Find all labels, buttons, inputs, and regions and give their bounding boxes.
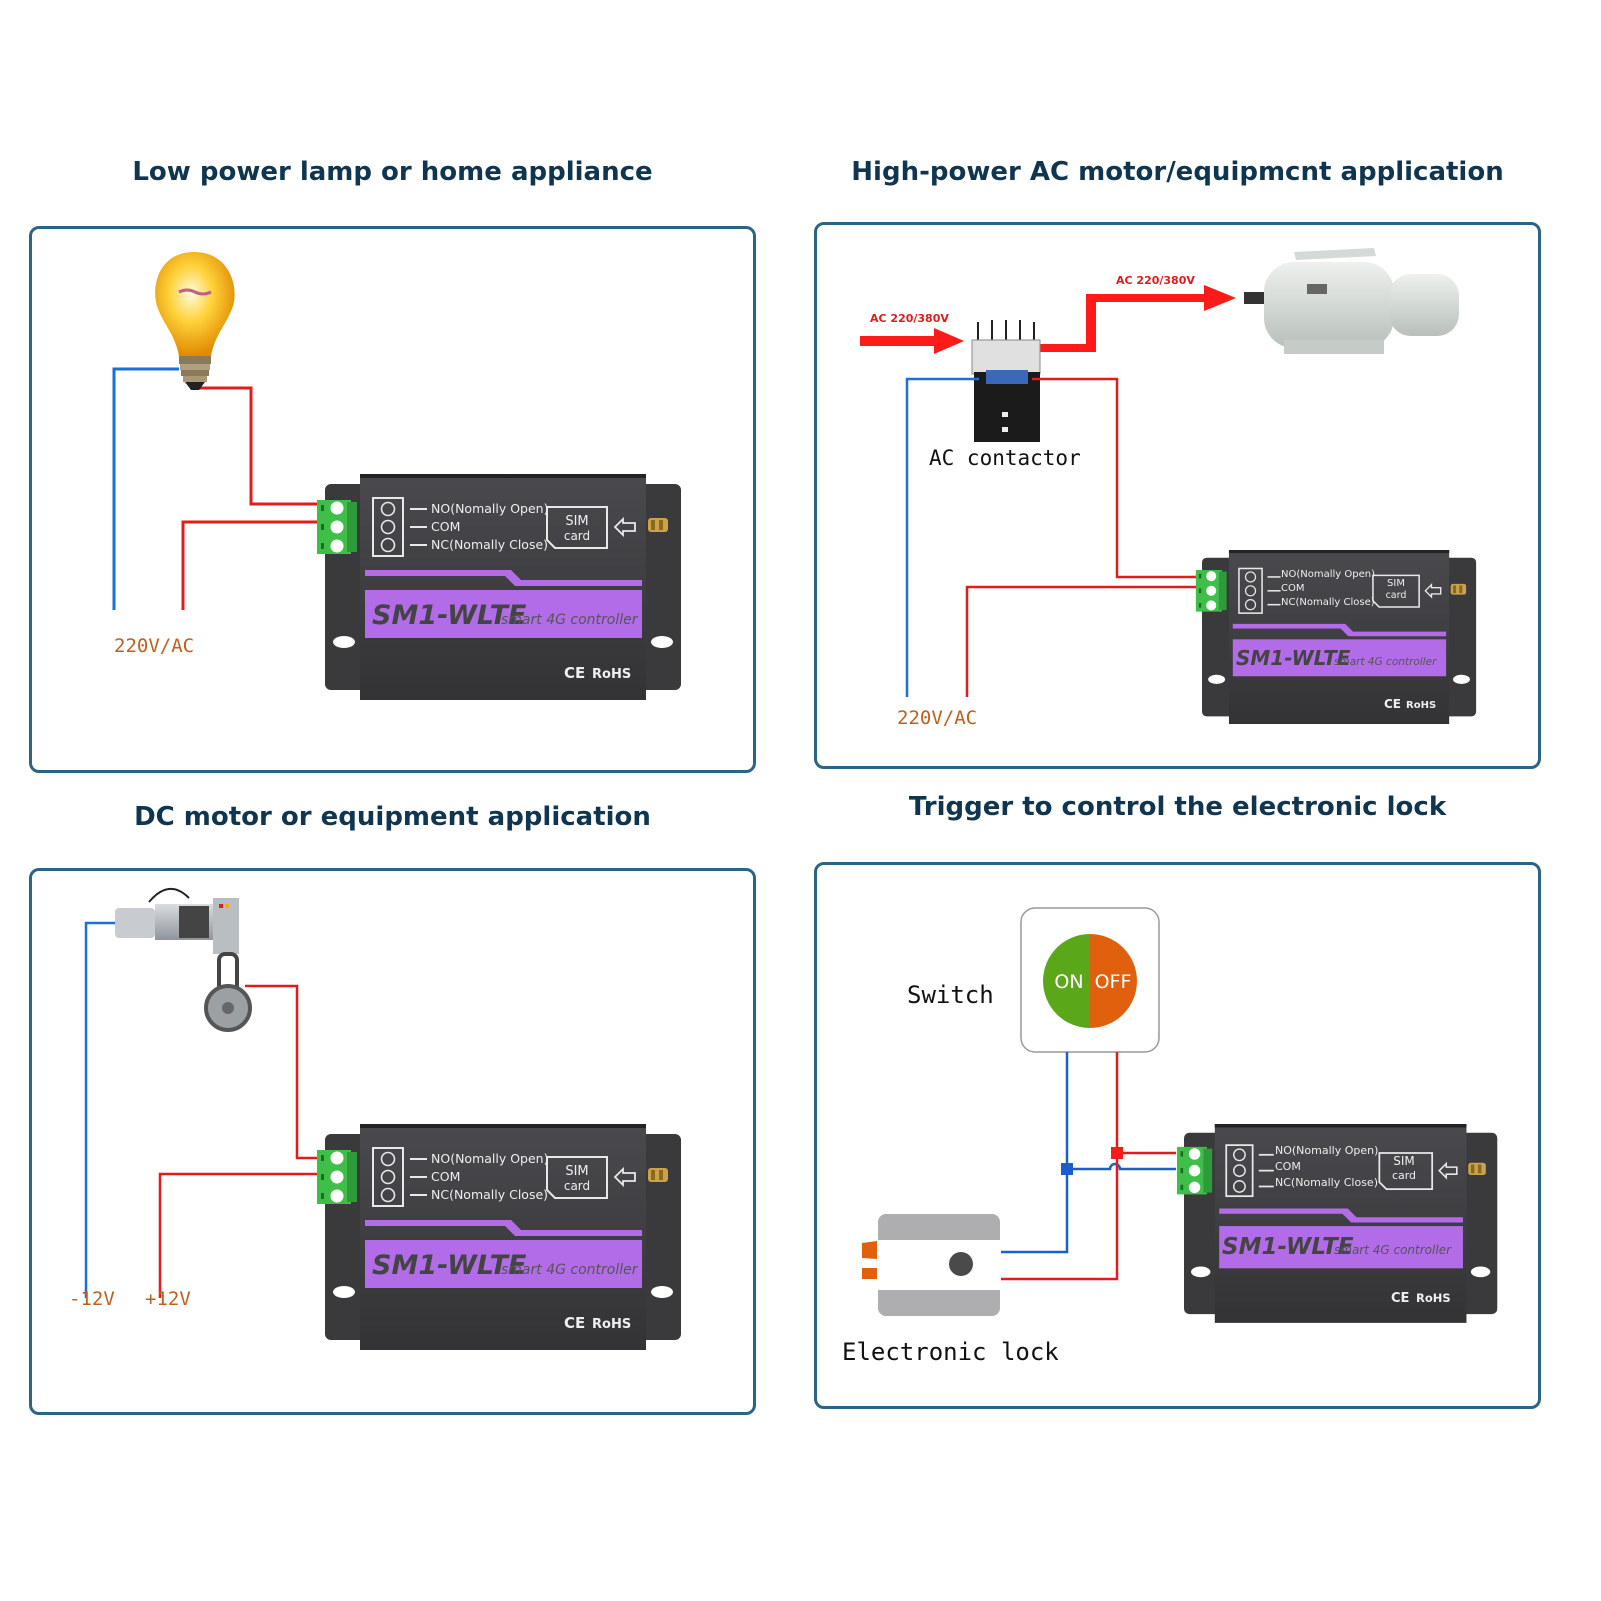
wire-red bbox=[199, 386, 319, 506]
sim-label: SIM bbox=[1393, 1154, 1415, 1168]
sim-label-2: card bbox=[564, 529, 590, 543]
terminal-no-label: NO(Nomally Open) bbox=[431, 1151, 548, 1166]
sim-label-2: card bbox=[564, 1179, 590, 1193]
sim-label-2: card bbox=[1386, 590, 1407, 601]
junction-red bbox=[1111, 1147, 1123, 1159]
model-label: SM1-WLTE bbox=[1236, 646, 1351, 670]
sim-label: SIM bbox=[1387, 578, 1405, 589]
input-voltage-label: AC 220/380V bbox=[870, 312, 949, 325]
wire-red bbox=[1001, 1052, 1119, 1281]
terminal-com-label: COM bbox=[1281, 583, 1304, 594]
dc-motor-diagram: NO(Nomally Open) COM NC(Nomally Close) S… bbox=[69, 888, 682, 1351]
junction-blue bbox=[1061, 1163, 1073, 1175]
panel-electronic-lock: Switch ON OFF Electronic lock NO(Nomally… bbox=[814, 862, 1541, 1409]
electronic-lock-diagram: Switch ON OFF Electronic lock NO(Nomally… bbox=[842, 907, 1499, 1366]
terminal-no-label: NO(Nomally Open) bbox=[431, 501, 548, 516]
terminal-nc-label: NC(Nomally Close) bbox=[1281, 597, 1375, 608]
model-subtitle: smart 4G controller bbox=[501, 612, 639, 628]
ac-contactor-label: AC contactor bbox=[929, 446, 1081, 470]
terminal-com-label: COM bbox=[431, 519, 460, 534]
on-off-switch-icon[interactable]: ON OFF bbox=[1043, 934, 1137, 1028]
panel-title-ac-motor: High-power AC motor/equipmcnt applicatio… bbox=[851, 157, 1504, 187]
switch-label: Switch bbox=[907, 981, 994, 1009]
wire-red bbox=[245, 984, 321, 1160]
light-bulb-icon bbox=[155, 252, 235, 390]
panel-dc-motor: NO(Nomally Open) COM NC(Nomally Close) S… bbox=[29, 868, 756, 1415]
wire-blue bbox=[84, 921, 115, 1298]
panel-title-dc-motor: DC motor or equipment application bbox=[134, 802, 651, 832]
panel-ac-motor: AC 220/380V AC 220/380V AC contactor bbox=[814, 222, 1541, 769]
rohs-mark: RoHS bbox=[1416, 1291, 1451, 1305]
panel-title-lamp: Low power lamp or home appliance bbox=[132, 157, 653, 187]
terminal-com-label: COM bbox=[431, 1169, 460, 1184]
sim-label: SIM bbox=[565, 514, 588, 529]
electronic-lock-icon bbox=[862, 1214, 1000, 1316]
model-label: SM1-WLTE bbox=[372, 1250, 527, 1281]
wire-blue bbox=[1067, 1162, 1176, 1171]
wire-red bbox=[158, 1172, 321, 1298]
ce-mark: CE bbox=[1391, 1291, 1409, 1306]
model-subtitle: smart 4G controller bbox=[1334, 656, 1437, 668]
rohs-mark: RoHS bbox=[592, 1317, 631, 1332]
ce-mark: CE bbox=[564, 664, 585, 682]
panel-title-electronic-lock: Trigger to control the electronic lock bbox=[908, 792, 1447, 822]
switch-off-label: OFF bbox=[1095, 971, 1132, 993]
panel-lamp: NO(Nomally Open) COM NC(Nomally Close) S… bbox=[29, 226, 756, 773]
lamp-diagram: NO(Nomally Open) COM NC(Nomally Close) S… bbox=[112, 252, 682, 701]
terminal-nc-label: NC(Nomally Close) bbox=[1275, 1176, 1378, 1189]
model-label: SM1-WLTE bbox=[372, 600, 527, 631]
ac-motor-diagram: AC 220/380V AC 220/380V AC contactor bbox=[860, 248, 1477, 729]
output-power-arrow bbox=[1034, 285, 1236, 352]
voltage-label: 220V/AC bbox=[114, 635, 194, 657]
rohs-mark: RoHS bbox=[1406, 700, 1436, 711]
output-voltage-label: AC 220/380V bbox=[1116, 274, 1195, 287]
dc-motor-icon bbox=[115, 888, 252, 1032]
rohs-mark: RoHS bbox=[592, 667, 631, 682]
input-power-arrow bbox=[860, 328, 964, 354]
ac-motor-icon bbox=[1244, 248, 1459, 354]
wire-red bbox=[965, 585, 1200, 697]
model-subtitle: smart 4G controller bbox=[1334, 1243, 1452, 1257]
terminal-no-label: NO(Nomally Open) bbox=[1281, 569, 1375, 580]
terminal-com-label: COM bbox=[1275, 1160, 1301, 1173]
negative-voltage-label: -12V bbox=[69, 1288, 115, 1310]
model-subtitle: smart 4G controller bbox=[501, 1262, 639, 1278]
sim-label: SIM bbox=[565, 1164, 588, 1179]
terminal-no-label: NO(Nomally Open) bbox=[1275, 1144, 1378, 1157]
wire-blue bbox=[1001, 1052, 1069, 1254]
wire-red bbox=[1032, 377, 1200, 579]
wire-blue bbox=[112, 367, 179, 610]
terminal-nc-label: NC(Nomally Close) bbox=[431, 1187, 548, 1202]
switch-on-label: ON bbox=[1054, 971, 1083, 993]
ac-contactor-icon bbox=[971, 320, 1041, 442]
voltage-label: 220V/AC bbox=[897, 707, 977, 729]
wire-red bbox=[181, 520, 319, 610]
ce-mark: CE bbox=[1384, 697, 1401, 711]
sim-label-2: card bbox=[1392, 1169, 1416, 1182]
ce-mark: CE bbox=[564, 1314, 585, 1332]
model-label: SM1-WLTE bbox=[1222, 1234, 1354, 1260]
electronic-lock-label: Electronic lock bbox=[842, 1338, 1059, 1366]
wire-blue bbox=[905, 377, 979, 697]
positive-voltage-label: +12V bbox=[145, 1288, 191, 1310]
terminal-nc-label: NC(Nomally Close) bbox=[431, 537, 548, 552]
